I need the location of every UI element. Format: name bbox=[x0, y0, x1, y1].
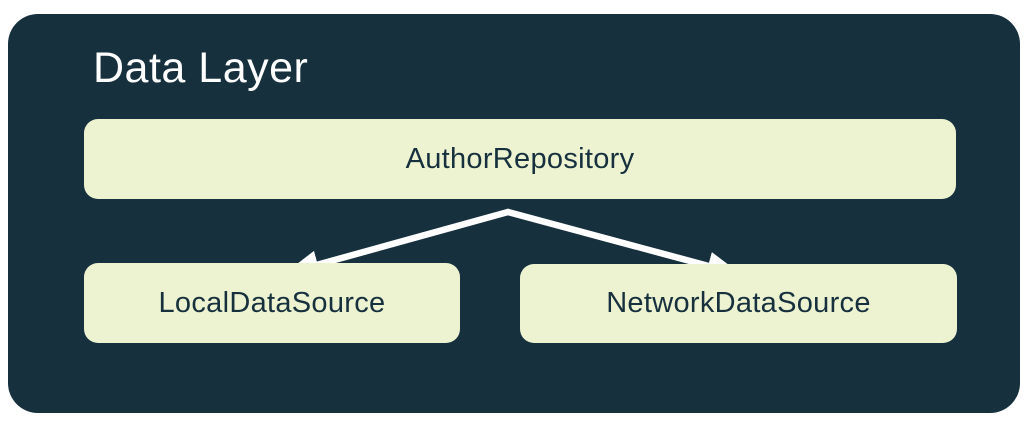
data-layer-panel: Data Layer bbox=[8, 14, 1020, 413]
node-author-repository: AuthorRepository bbox=[84, 119, 956, 199]
node-network-data-source: NetworkDataSource bbox=[520, 264, 957, 343]
panel-title: Data Layer bbox=[93, 44, 309, 92]
node-local-data-source: LocalDataSource bbox=[84, 263, 460, 343]
